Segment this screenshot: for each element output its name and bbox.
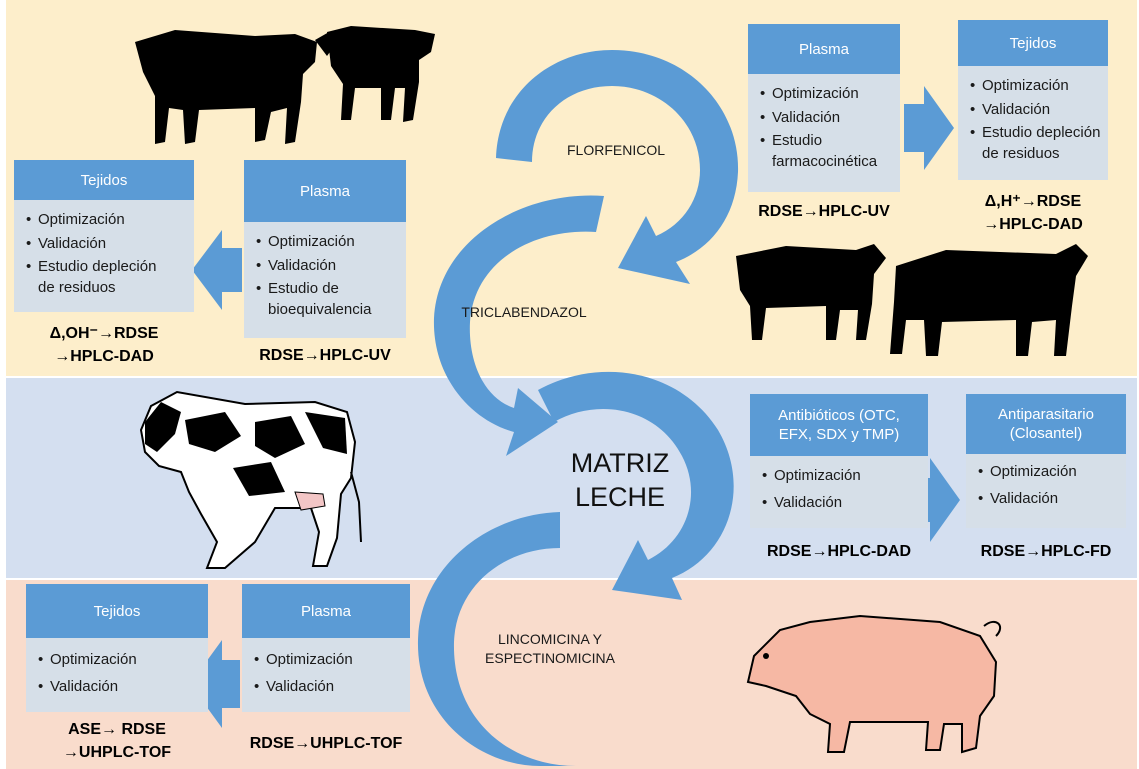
card-header: Plasma bbox=[244, 160, 406, 222]
method-bot-plasma: RDSE→UHPLC-TOF bbox=[232, 732, 420, 755]
cattle-silhouette-icon bbox=[115, 12, 435, 162]
flow-label-triclabendazol: TRICLABENDAZOL bbox=[444, 304, 604, 320]
list-item: Optimización bbox=[26, 208, 186, 232]
list-item: Validación bbox=[256, 254, 398, 278]
card-header: Antiparasitario (Closantel) bbox=[966, 394, 1126, 454]
cattle-silhouette-right-icon bbox=[726, 236, 1106, 366]
list-item: Optimización bbox=[38, 646, 200, 673]
flow-label-matriz: MATRIZ LECHE bbox=[540, 446, 700, 514]
flow-arc-1 bbox=[496, 50, 738, 284]
method-mid-antiparasitario: RDSE→HPLC-FD bbox=[966, 540, 1126, 563]
card-list: Optimización Validación Estudio farmacoc… bbox=[748, 74, 900, 178]
list-item: Validación bbox=[970, 98, 1100, 122]
pig-icon bbox=[740, 586, 1010, 766]
card-header: Tejidos bbox=[958, 20, 1108, 66]
arrow-top-right bbox=[904, 86, 954, 170]
card-list: Optimización Validación Estudio depleció… bbox=[958, 66, 1108, 170]
card-bot-plasma: Plasma Optimización Validación bbox=[242, 584, 410, 712]
card-top-tejidos: Tejidos Optimización Validación Estudio … bbox=[958, 20, 1108, 180]
method-mid-antibioticos: RDSE→HPLC-DAD bbox=[746, 540, 932, 563]
list-item: Optimización bbox=[256, 230, 398, 254]
list-item: Optimización bbox=[760, 82, 892, 106]
flow-label-lincomicina: LINCOMICINA Y ESPECTINOMICINA bbox=[470, 630, 630, 668]
card-left-tejidos: Tejidos Optimización Validación Estudio … bbox=[14, 160, 194, 312]
list-item: Validación bbox=[26, 232, 186, 256]
method-top-plasma: RDSE→HPLC-UV bbox=[748, 200, 900, 223]
method-top-tejidos: Δ,H⁺→RDSE →HPLC-DAD bbox=[958, 190, 1108, 236]
card-header: Tejidos bbox=[26, 584, 208, 638]
list-item: Estudio depleción de residuos bbox=[26, 256, 186, 298]
flow-label-florfenicol: FLORFENICOL bbox=[546, 142, 686, 158]
list-item: Validación bbox=[254, 673, 402, 700]
flow-arc-2 bbox=[434, 196, 604, 456]
list-item: Validación bbox=[762, 489, 920, 516]
list-item: Validación bbox=[760, 106, 892, 130]
card-header: Tejidos bbox=[14, 160, 194, 200]
card-list: Optimización Validación Estudio depleció… bbox=[14, 200, 194, 304]
card-list: Optimización Validación bbox=[966, 454, 1126, 518]
card-mid-antibioticos: Antibióticos (OTC, EFX, SDX y TMP) Optim… bbox=[750, 394, 928, 528]
arrow-left bbox=[192, 230, 242, 310]
card-mid-antiparasitario: Antiparasitario (Closantel) Optimización… bbox=[966, 394, 1126, 528]
list-item: Optimización bbox=[978, 458, 1118, 485]
method-left-tejidos: Δ,OH⁻→RDSE →HPLC-DAD bbox=[14, 322, 194, 368]
list-item: Validación bbox=[978, 485, 1118, 512]
list-item: Optimización bbox=[970, 74, 1100, 98]
card-header: Plasma bbox=[242, 584, 410, 638]
list-item: Validación bbox=[38, 673, 200, 700]
card-header: Plasma bbox=[748, 24, 900, 74]
list-item: Estudio de bioequivalencia bbox=[256, 278, 398, 320]
card-list: Optimización Validación Estudio de bioeq… bbox=[244, 222, 406, 326]
list-item: Estudio depleción de residuos bbox=[970, 122, 1100, 164]
list-item: Estudio farmacocinética bbox=[760, 130, 892, 172]
card-list: Optimización Validación bbox=[242, 638, 410, 706]
card-list: Optimización Validación bbox=[26, 638, 208, 706]
list-item: Optimización bbox=[254, 646, 402, 673]
method-bot-tejidos: ASE→ RDSE →UHPLC-TOF bbox=[26, 718, 208, 764]
card-bot-tejidos: Tejidos Optimización Validación bbox=[26, 584, 208, 712]
dairy-cow-icon bbox=[115, 382, 365, 577]
card-top-plasma: Plasma Optimización Validación Estudio f… bbox=[748, 24, 900, 192]
card-list: Optimización Validación bbox=[750, 456, 928, 522]
card-left-plasma: Plasma Optimización Validación Estudio d… bbox=[244, 160, 406, 338]
list-item: Optimización bbox=[762, 462, 920, 489]
method-left-plasma: RDSE→HPLC-UV bbox=[244, 344, 406, 367]
card-header: Antibióticos (OTC, EFX, SDX y TMP) bbox=[750, 394, 928, 456]
